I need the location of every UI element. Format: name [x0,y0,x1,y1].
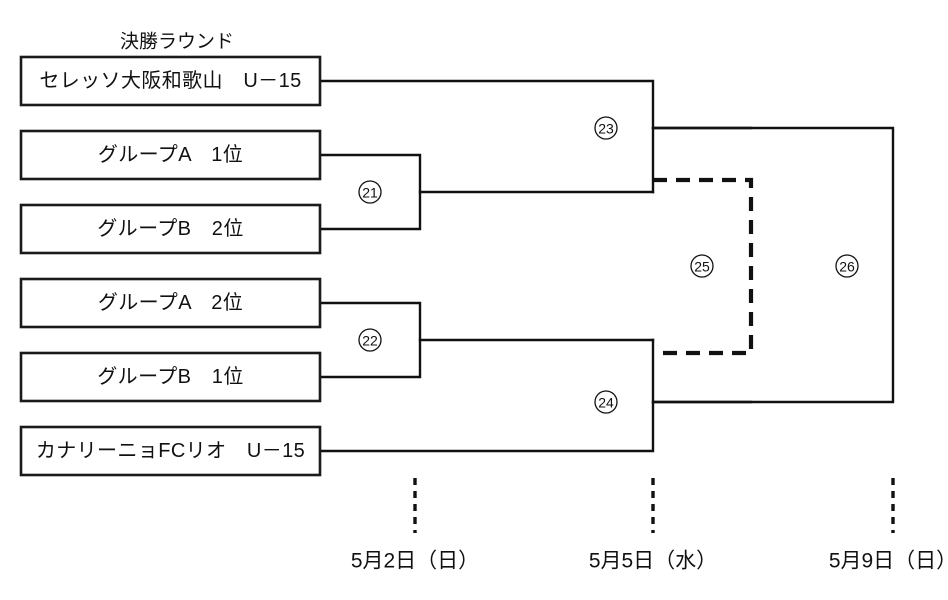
date-label: 5月9日（日） [829,550,948,573]
match-number-circle [594,390,618,414]
connector-match-25-dashed [653,177,754,356]
match-number-group: 21 22 23 24 25 26 [358,116,859,414]
match-number-circle [358,328,382,352]
connector-match-23 [318,79,655,194]
date-may-5: 5月5日（水） [589,478,717,573]
match-number-match-24: 24 [594,390,618,414]
team-label: グループB 1位 [97,365,243,388]
date-axis-group: 5月2日（日） 5月5日（水） 5月9日（日） [351,478,948,573]
match-number-match-22: 22 [358,328,382,352]
page-title: 決勝ラウンド [120,31,234,53]
team-label: グループA 2位 [98,291,243,314]
team-box-group-b-2[interactable]: グループB 2位 [19,203,322,255]
team-box-outline [19,55,322,107]
team-box-seed-canarinho[interactable]: カナリーニョFCリオ U－15 [19,425,322,477]
match-number-label: 23 [598,121,614,137]
match-number-label: 22 [362,333,378,349]
bracket-connectors [318,79,895,453]
date-label: 5月5日（水） [589,550,717,573]
date-may-2: 5月2日（日） [351,478,479,573]
match-number-circle [690,254,714,278]
match-number-circle [835,254,859,278]
match-number-label: 21 [362,185,378,201]
connector-match-26-final [651,126,895,404]
team-label: グループA 1位 [98,143,243,166]
match-number-circle [594,116,618,140]
team-box-outline [19,203,322,255]
team-box-outline [19,129,322,181]
team-label: カナリーニョFCリオ U－15 [36,440,305,462]
match-number-label: 25 [694,259,710,275]
team-box-outline [19,277,322,329]
match-number-label: 24 [598,395,614,411]
team-box-group-a-1[interactable]: グループA 1位 [19,129,322,181]
match-number-match-25: 25 [690,254,714,278]
match-number-label: 26 [839,259,855,275]
date-label: 5月2日（日） [351,550,479,573]
match-number-match-26: 26 [835,254,859,278]
match-number-circle [358,180,382,204]
match-number-match-23: 23 [594,116,618,140]
team-box-group-b-1[interactable]: グループB 1位 [19,351,322,403]
team-box-outline [19,425,322,477]
team-label: グループB 2位 [97,217,243,240]
date-may-9: 5月9日（日） [829,478,948,573]
team-label: セレッソ大阪和歌山 U－15 [39,69,301,92]
team-box-seed-cerezo[interactable]: セレッソ大阪和歌山 U－15 [19,55,322,107]
match-number-match-21: 21 [358,180,382,204]
connector-match-24 [318,338,655,453]
team-box-group-a-2[interactable]: グループA 2位 [19,277,322,329]
team-box-outline [19,351,322,403]
bracket-connectors-dashed [653,177,754,356]
